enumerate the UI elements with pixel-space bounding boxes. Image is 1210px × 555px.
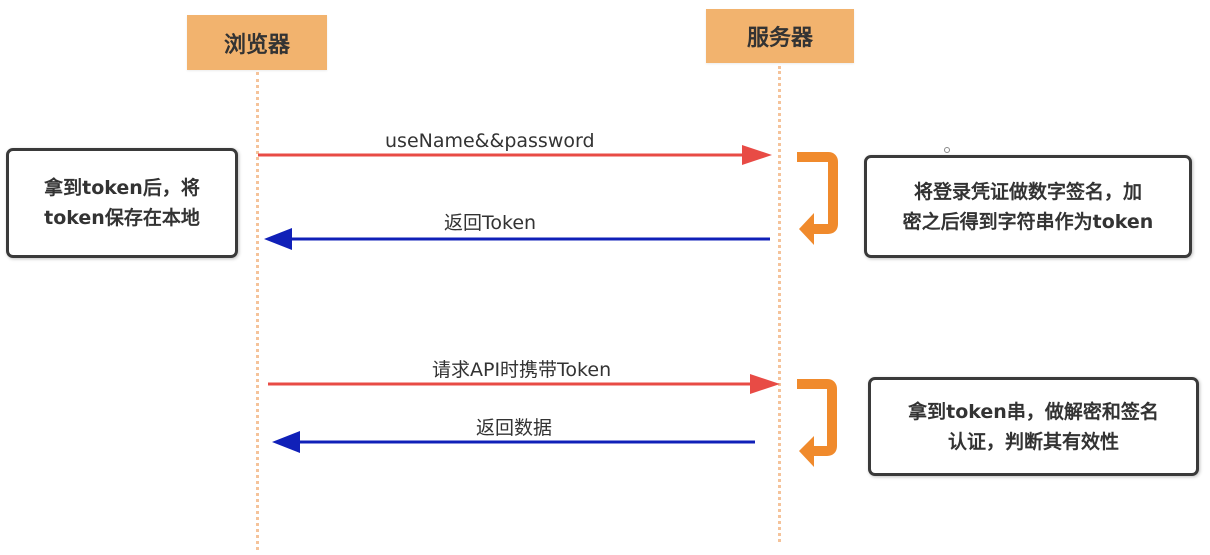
- note-browser-store-token: 拿到token后，将 token保存在本地: [6, 148, 238, 258]
- stray-circle-mark: [944, 147, 950, 153]
- actor-server: 服务器: [706, 9, 854, 63]
- note-server-verify-token: 拿到token串，做解密和签名 认证，判断其有效性: [868, 377, 1199, 476]
- self-process-arrow-2-icon: [797, 379, 837, 467]
- lifeline-server: [778, 66, 781, 542]
- message-label-api-request: 请求API时携带Token: [432, 359, 612, 381]
- actor-server-label: 服务器: [746, 26, 813, 51]
- note-text: 拿到token串，做解密和签名 认证，判断其有效性: [908, 400, 1159, 453]
- arrow-head-left-icon: [272, 431, 300, 453]
- actor-browser-label: 浏览器: [223, 32, 290, 58]
- note-text: 拿到token后，将 token保存在本地: [44, 177, 200, 229]
- arrow-return-token: [264, 228, 770, 250]
- arrow-head-right-icon: [750, 374, 780, 394]
- lifeline-browser: [256, 72, 259, 550]
- arrow-login-request: [258, 145, 772, 165]
- self-process-arrow-1-icon: [797, 152, 838, 245]
- actor-browser: 浏览器: [187, 15, 327, 70]
- message-label-login: useName&&password: [385, 130, 595, 152]
- note-server-sign-token: 将登录凭证做数字签名，加 密之后得到字符串作为token: [864, 155, 1192, 258]
- note-text: 将登录凭证做数字签名，加 密之后得到字符串作为token: [902, 180, 1154, 233]
- message-label-return-token: 返回Token: [444, 212, 537, 234]
- arrow-api-request: [268, 374, 780, 394]
- arrow-head-right-icon: [742, 145, 772, 165]
- arrow-head-left-icon: [264, 228, 292, 250]
- message-label-return-data: 返回数据: [476, 417, 553, 439]
- arrow-return-data: [272, 431, 755, 453]
